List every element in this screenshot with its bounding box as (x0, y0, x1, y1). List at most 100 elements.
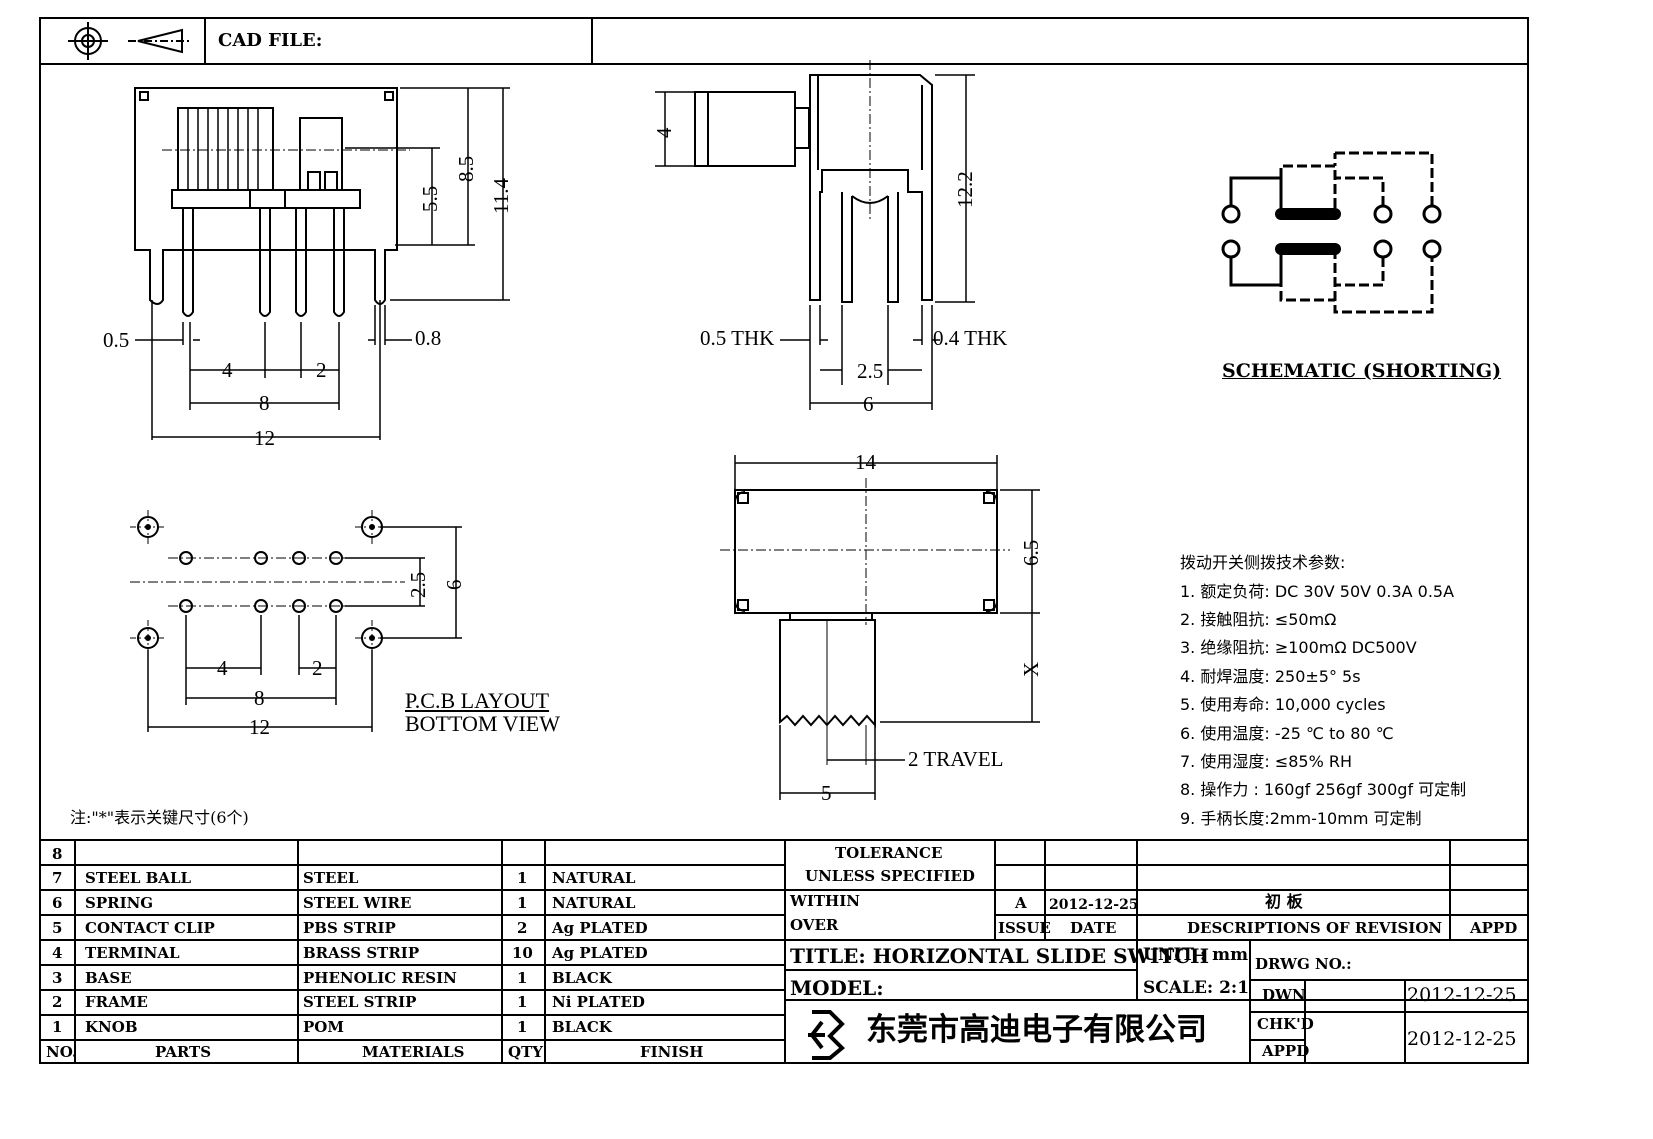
issue-value: A (1015, 894, 1027, 912)
bom-finish: BLACK (552, 969, 612, 987)
dim-pcb-12: 12 (249, 715, 270, 739)
dim-12: 12 (254, 426, 275, 450)
drawn-date: 2012-12-25 (1407, 984, 1517, 1006)
spec-item: 3. 绝缘阻抗: ≥100mΩ DC500V (1180, 638, 1417, 657)
bom-header-parts: PARTS (155, 1043, 212, 1061)
bom-qty: 1 (517, 1018, 528, 1036)
dim-14: 14 (855, 450, 876, 474)
appd-label: APPD (1470, 919, 1518, 937)
dim-12-2: 12.2 (953, 171, 977, 208)
bom-part: BASE (85, 969, 132, 987)
bom-part: SPRING (85, 894, 154, 912)
bom-header-finish: FINISH (640, 1043, 704, 1061)
model-label: MODEL: (790, 976, 884, 1000)
schematic-label: SCHEMATIC (SHORTING) (1222, 360, 1502, 382)
bom-no: 5 (52, 919, 63, 937)
dim-x: X (1019, 661, 1043, 677)
bom-no: 3 (52, 969, 63, 987)
dim-side-6: 6 (863, 392, 874, 416)
dim-0-5: 0.5 (103, 328, 130, 352)
top-view (720, 478, 1010, 765)
date-value: 2012-12-25 (1049, 897, 1139, 913)
bom-no: 6 (52, 894, 63, 912)
checked-date: 2012-12-25 (1407, 1028, 1517, 1050)
dim-6-5: 6.5 (1019, 539, 1043, 566)
dim-2: 2 (316, 358, 327, 382)
spec-item: 6. 使用温度: -25 ℃ to 80 ℃ (1180, 724, 1394, 743)
bom-material: STEEL WIRE (303, 894, 412, 912)
spec-item: 2. 接触阻抗: ≤50mΩ (1180, 610, 1337, 629)
drawing-number-label: DRWG NO.: (1255, 955, 1352, 973)
dim-4: 4 (222, 358, 233, 382)
side-view (694, 60, 933, 303)
bom-part: KNOB (85, 1018, 138, 1036)
bom-qty: 1 (517, 894, 528, 912)
bom-no: 1 (52, 1018, 63, 1036)
dim-5: 5 (821, 781, 832, 805)
drawing-title: TITLE: HORIZONTAL SLIDE SWITCH (790, 944, 1210, 968)
dim-0-5-thk: 0.5 THK (700, 326, 775, 350)
bom-part: CONTACT CLIP (85, 919, 215, 937)
bom-finish: BLACK (552, 1018, 612, 1036)
dim-side-4: 4 (652, 127, 676, 139)
bom-qty: 1 (517, 993, 528, 1011)
front-view (134, 87, 410, 317)
dim-8-5: 8.5 (454, 155, 478, 182)
bom-part: STEEL BALL (85, 869, 192, 887)
bom-no: 2 (52, 993, 63, 1011)
bom-finish: Ni PLATED (552, 993, 645, 1011)
bom-material: BRASS STRIP (303, 944, 420, 962)
cad-file-label: CAD FILE: (218, 30, 323, 51)
drawn-label: DWN (1262, 986, 1306, 1004)
dim-travel: 2 TRAVEL (908, 747, 1004, 771)
dim-11-4: 11.4 (489, 178, 513, 214)
bom-header-materials: MATERIALS (362, 1043, 465, 1061)
date-label: DATE (1070, 919, 1117, 937)
unless-specified-label: UNLESS SPECIFIED (805, 867, 975, 885)
within-label: WITHIN (790, 892, 860, 910)
pcb-layout (130, 510, 405, 655)
dim-0-8: 0.8 (415, 326, 442, 350)
spec-item: 4. 耐焊温度: 250±5° 5s (1180, 667, 1361, 686)
bom-qty: 1 (517, 969, 528, 987)
issue-label: ISSUE (998, 919, 1051, 937)
bom-header-no: NO. (46, 1043, 78, 1061)
unit-label: UNIT : mm (1143, 945, 1249, 965)
spec-item: 9. 手柄长度:2mm-10mm 可定制 (1180, 809, 1422, 828)
pcb-layout-label: P.C.B LAYOUT (405, 688, 550, 713)
bom-finish: Ag PLATED (552, 944, 648, 962)
dim-5-5: 5.5 (418, 185, 442, 212)
tolerance-label: TOLERANCE (835, 844, 943, 862)
bom-qty: 1 (517, 869, 528, 887)
bom-finish: Ag PLATED (552, 919, 648, 937)
spec-item: 1. 额定负荷: DC 30V 50V 0.3A 0.5A (1180, 582, 1455, 601)
company-name: 东莞市高迪电子有限公司 (866, 1012, 1207, 1048)
checked-label: CHK'D (1257, 1015, 1314, 1033)
dim-pcb-2-5: 2.5 (406, 571, 430, 598)
dim-pcb-2: 2 (312, 656, 323, 680)
note-text: 注:"*"表示关键尺寸(6个) (70, 808, 249, 827)
dim-pcb-4: 4 (217, 656, 228, 680)
revision-description: 初 板 (1265, 892, 1303, 911)
spec-item: 7. 使用湿度: ≤85% RH (1180, 752, 1353, 771)
over-label: OVER (790, 916, 839, 934)
title-block-grid (40, 839, 1528, 1063)
spec-item: 5. 使用寿命: 10,000 cycles (1180, 695, 1386, 714)
bom-qty: 10 (512, 944, 533, 962)
bom-material: PBS STRIP (303, 919, 396, 937)
dim-pcb-6: 6 (442, 579, 466, 591)
dim-pcb-8: 8 (254, 686, 265, 710)
schematic-diagram (1221, 151, 1442, 314)
spec-title: 拨动开关侧拨技术参数: (1180, 553, 1346, 572)
bom-part: TERMINAL (85, 944, 180, 962)
bom-finish: NATURAL (552, 894, 636, 912)
spec-item: 8. 操作力 : 160gf 256gf 300gf 可定制 (1180, 780, 1467, 799)
bom-no: 7 (52, 869, 63, 887)
bom-qty: 2 (517, 919, 528, 937)
bom-material: STEEL (303, 869, 359, 887)
company-logo-icon (808, 1010, 845, 1060)
dim-8: 8 (259, 391, 270, 415)
descriptions-label: DESCRIPTIONS OF REVISION (1187, 919, 1443, 937)
dim-2-5: 2.5 (857, 359, 884, 383)
